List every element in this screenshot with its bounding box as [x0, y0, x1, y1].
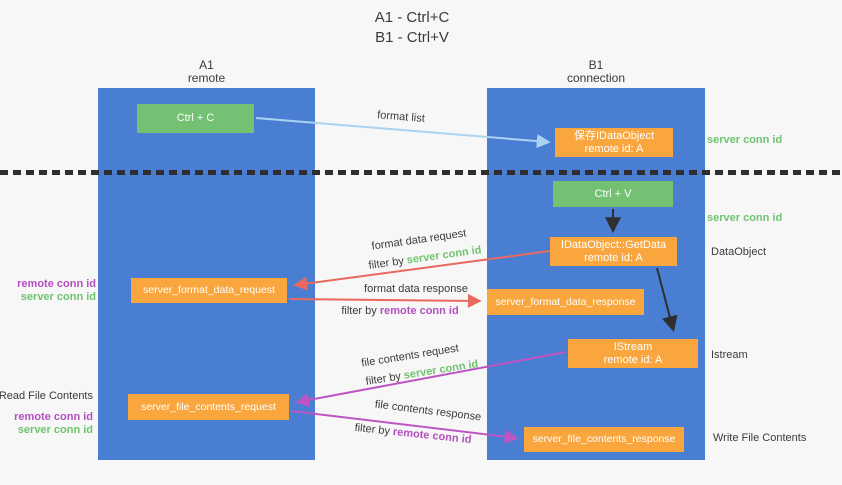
filter-by-text: filter by — [367, 255, 405, 272]
lifeline-a1-name: A1 — [199, 58, 214, 72]
title-line-b1: B1 - Ctrl+V — [375, 29, 449, 46]
annotation-dataobject: DataObject — [711, 246, 767, 258]
annotation-write-file-contents: Write File Contents — [713, 432, 807, 444]
lifeline-a1-role: remote — [187, 71, 226, 85]
lifeline-b1-role: connection — [566, 71, 626, 85]
node-save-idataobject-line1: 保存IDataObject — [573, 129, 655, 142]
node-format-response-label: server_format_data_response — [495, 295, 636, 308]
annotation-server-conn-id-right-1: server conn id — [707, 134, 783, 146]
node-ctrl-v-label: Ctrl + V — [594, 187, 632, 200]
annotation-server-conn-id-left-1: server conn id — [20, 291, 96, 303]
label-filter-by-remote-conn-id-2: filter by remote conn id — [354, 422, 472, 446]
lifeline-header-b1: B1 connection — [487, 59, 705, 85]
node-file-response-label: server_file_contents_response — [532, 433, 676, 445]
node-ctrl-c: Ctrl + C — [137, 104, 254, 133]
remote-conn-id-text: remote conn id — [392, 425, 472, 447]
lifeline-header-a1: A1 remote — [98, 59, 315, 85]
node-getdata-line1: IDataObject::GetData — [560, 238, 667, 251]
node-getdata-line2: remote id: A — [584, 251, 643, 264]
node-istream-line1: IStream — [613, 340, 653, 353]
title-line-a1: A1 - Ctrl+C — [374, 9, 450, 26]
node-istream-line2: remote id: A — [603, 353, 663, 366]
annotation-read-file-contents: Read File Contents — [0, 390, 93, 402]
annotation-server-conn-id-right-2: server conn id — [707, 212, 783, 224]
label-file-contents-response: file contents response — [374, 398, 482, 424]
annotation-remote-conn-id-left-1: remote conn id — [17, 278, 96, 290]
node-file-request: server_file_contents_request — [128, 394, 289, 420]
server-conn-id-text: server conn id — [406, 244, 483, 267]
phase-divider — [0, 170, 842, 175]
lifeline-b1-name: B1 — [588, 58, 604, 72]
remote-conn-id-text: remote conn id — [379, 305, 459, 317]
annotation-server-conn-id-left-2: server conn id — [17, 424, 93, 436]
label-format-data-response: format data response — [364, 283, 468, 295]
node-file-request-label: server_file_contents_request — [141, 400, 276, 413]
arrow-format-data-response — [288, 293, 482, 308]
filter-by-text: filter by — [354, 421, 391, 438]
node-format-response: server_format_data_response — [487, 289, 644, 315]
label-filter-by-remote-conn-id-1: filter by remote conn id — [341, 305, 458, 317]
diagram-title: A1 - Ctrl+C B1 - Ctrl+V — [375, 8, 450, 48]
node-save-idataobject-line2: remote id: A — [584, 142, 644, 155]
annotation-istream: Istream — [711, 349, 748, 361]
node-file-response: server_file_contents_response — [524, 427, 684, 452]
annotation-remote-conn-id-left-2: remote conn id — [14, 411, 93, 423]
filter-by-text: filter by — [341, 305, 377, 317]
server-conn-id-text: server conn id — [402, 358, 480, 382]
node-ctrl-v: Ctrl + V — [553, 181, 673, 207]
node-getdata: IDataObject::GetData remote id: A — [550, 237, 677, 266]
node-format-request: server_format_data_request — [131, 278, 287, 303]
node-format-request-label: server_format_data_request — [143, 284, 275, 296]
node-ctrl-c-label: Ctrl + C — [176, 112, 215, 124]
filter-by-text: filter by — [364, 370, 402, 388]
label-format-list: format list — [376, 109, 426, 125]
node-istream: IStream remote id: A — [568, 339, 698, 368]
node-save-idataobject: 保存IDataObject remote id: A — [555, 128, 673, 157]
